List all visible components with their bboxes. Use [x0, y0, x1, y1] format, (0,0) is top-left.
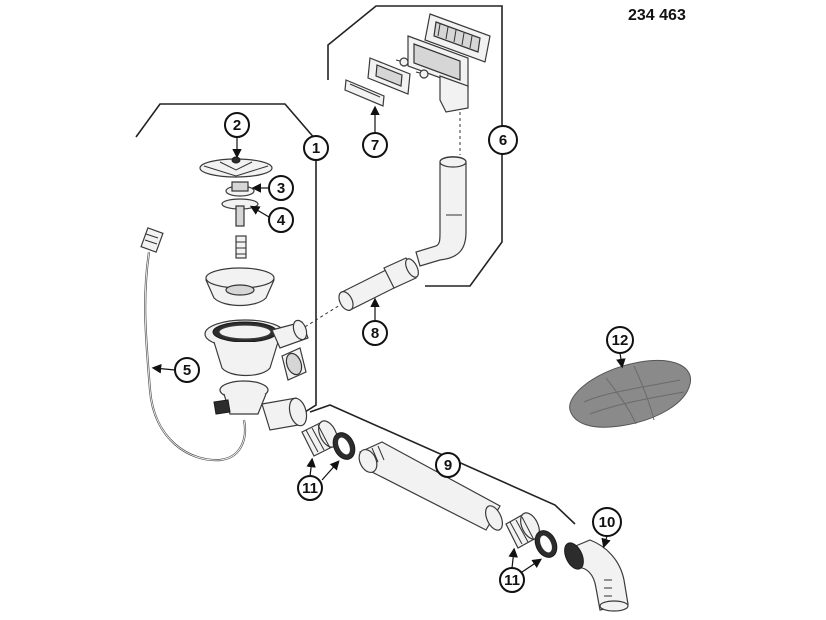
callout-circle [606, 326, 634, 354]
plug-washer-4 [221, 198, 259, 227]
callout-number: 4 [277, 212, 286, 229]
callout-6: 6 [488, 125, 518, 155]
callout-11-b: 11 [499, 547, 542, 593]
callout-circle [435, 452, 461, 478]
callout-number: 11 [302, 480, 318, 497]
pipe-axis [299, 304, 341, 331]
callout-number: 8 [371, 325, 379, 342]
callout-7: 7 [362, 105, 388, 158]
callout-number: 1 [312, 140, 320, 157]
mesh-pad-12 [569, 360, 692, 428]
strainer-basket [205, 267, 275, 307]
callout-leader [508, 547, 518, 569]
callout-number: 11 [504, 572, 520, 589]
callout-8: 8 [362, 297, 388, 346]
callout-leader [321, 460, 340, 481]
plug-stem [235, 235, 247, 259]
overflow-cover-plate [367, 57, 411, 95]
callout-circle [297, 475, 323, 501]
callout-circle [592, 507, 622, 537]
callout-number: 5 [183, 362, 191, 379]
callout-3: 3 [251, 175, 294, 201]
lower-body-with-valve [213, 380, 308, 431]
elbow-10 [564, 539, 629, 612]
pipe-9 [358, 441, 503, 531]
callout-number: 2 [233, 117, 241, 134]
callout-number: 10 [599, 514, 616, 531]
callout-circle [499, 567, 525, 593]
document-code: 234 463 [628, 7, 686, 24]
callout-number: 7 [371, 137, 379, 154]
control-cable-5 [140, 227, 247, 462]
group-bracket-6 [327, 5, 503, 287]
callout-2: 2 [224, 112, 250, 159]
callout-leader [616, 352, 626, 369]
seal-ring-left [332, 432, 356, 460]
callout-number: 12 [612, 332, 629, 349]
callout-circle [268, 207, 294, 233]
callout-11: 11 [297, 457, 340, 501]
seal-ring-right [534, 530, 558, 558]
callout-5: 5 [151, 357, 200, 383]
overflow-nozzle [281, 347, 307, 381]
strainer-body [204, 319, 309, 377]
callout-9: 9 [435, 452, 461, 478]
plug-cap-3 [225, 181, 255, 197]
overflow-housing [407, 35, 469, 113]
callout-circle [488, 125, 518, 155]
callout-leader [521, 558, 542, 573]
overflow-screws [395, 57, 429, 79]
callout-circle [268, 175, 294, 201]
callout-leader [151, 363, 176, 374]
callout-4: 4 [249, 205, 294, 233]
overflow-grille [424, 13, 491, 63]
callout-circle [224, 112, 250, 138]
overflow-gasket-7 [344, 79, 385, 107]
callout-circle [362, 132, 388, 158]
callout-circle [174, 357, 200, 383]
callout-leader [306, 457, 316, 477]
strainer-plug-2 [199, 156, 273, 178]
connector-pipe-8 [338, 257, 419, 311]
callout-number: 9 [444, 457, 452, 474]
nut-11-right [505, 512, 540, 549]
callout-leader [601, 535, 611, 549]
callout-10: 10 [592, 507, 622, 549]
overflow-hose [415, 156, 467, 267]
callout-1: 1 [303, 135, 329, 161]
callout-number: 3 [277, 180, 285, 197]
callout-circle [303, 135, 329, 161]
callout-12: 12 [606, 326, 634, 369]
callout-circle [362, 320, 388, 346]
callout-leader [249, 205, 270, 218]
group-bracket-1 [135, 103, 317, 413]
callout-number: 6 [499, 132, 507, 149]
